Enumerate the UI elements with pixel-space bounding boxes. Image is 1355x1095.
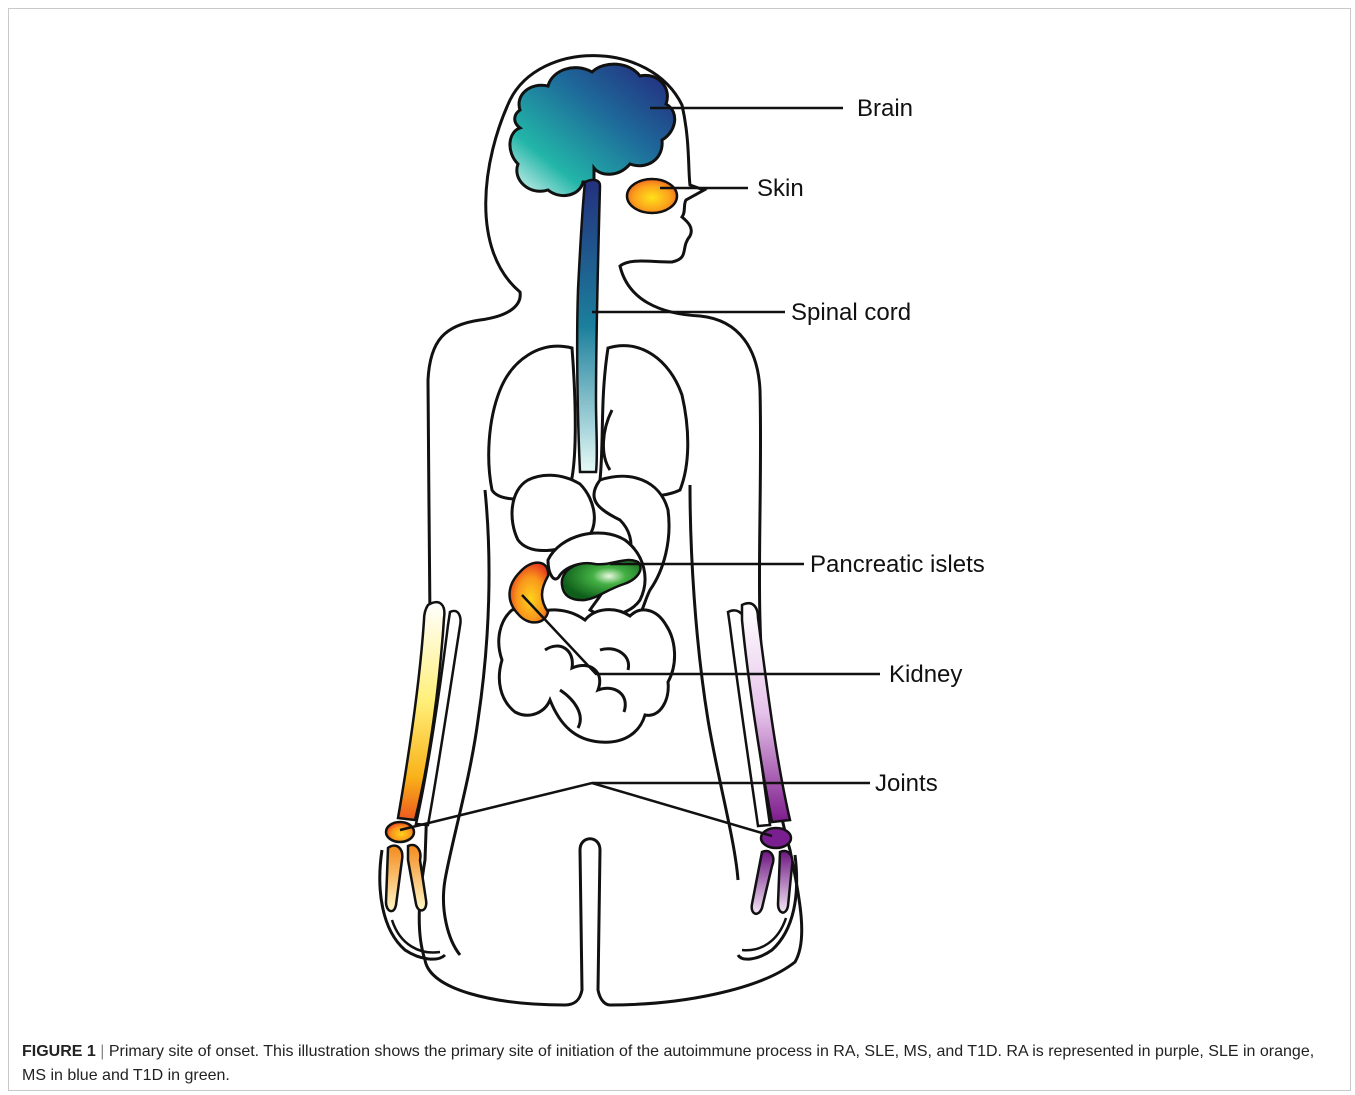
pancreatic-islets-label: Pancreatic islets [810,551,985,578]
joints-label: Joints [875,770,938,797]
caption-separator: | [96,1043,109,1060]
body-illustration: Brain Skin Spinal cord Pancreatic islets… [0,0,1355,1030]
figure-caption: FIGURE 1 | Primary site of onset. This i… [22,1040,1322,1088]
skin-marker [627,179,677,213]
body-outline [419,56,802,1005]
left-finger-bone-1 [386,846,402,912]
left-finger-bone-2 [408,845,426,910]
spinal-cord [577,180,600,472]
kidney-label: Kidney [889,661,962,688]
right-wrist-joint [761,828,791,848]
left-wrist-joint [386,822,414,842]
skin-label: Skin [757,175,804,202]
figure-number: FIGURE 1 [22,1043,96,1060]
caption-text: Primary site of onset. This illustration… [22,1043,1314,1084]
brain-label: Brain [857,95,913,122]
spinal-cord-label: Spinal cord [791,299,911,326]
